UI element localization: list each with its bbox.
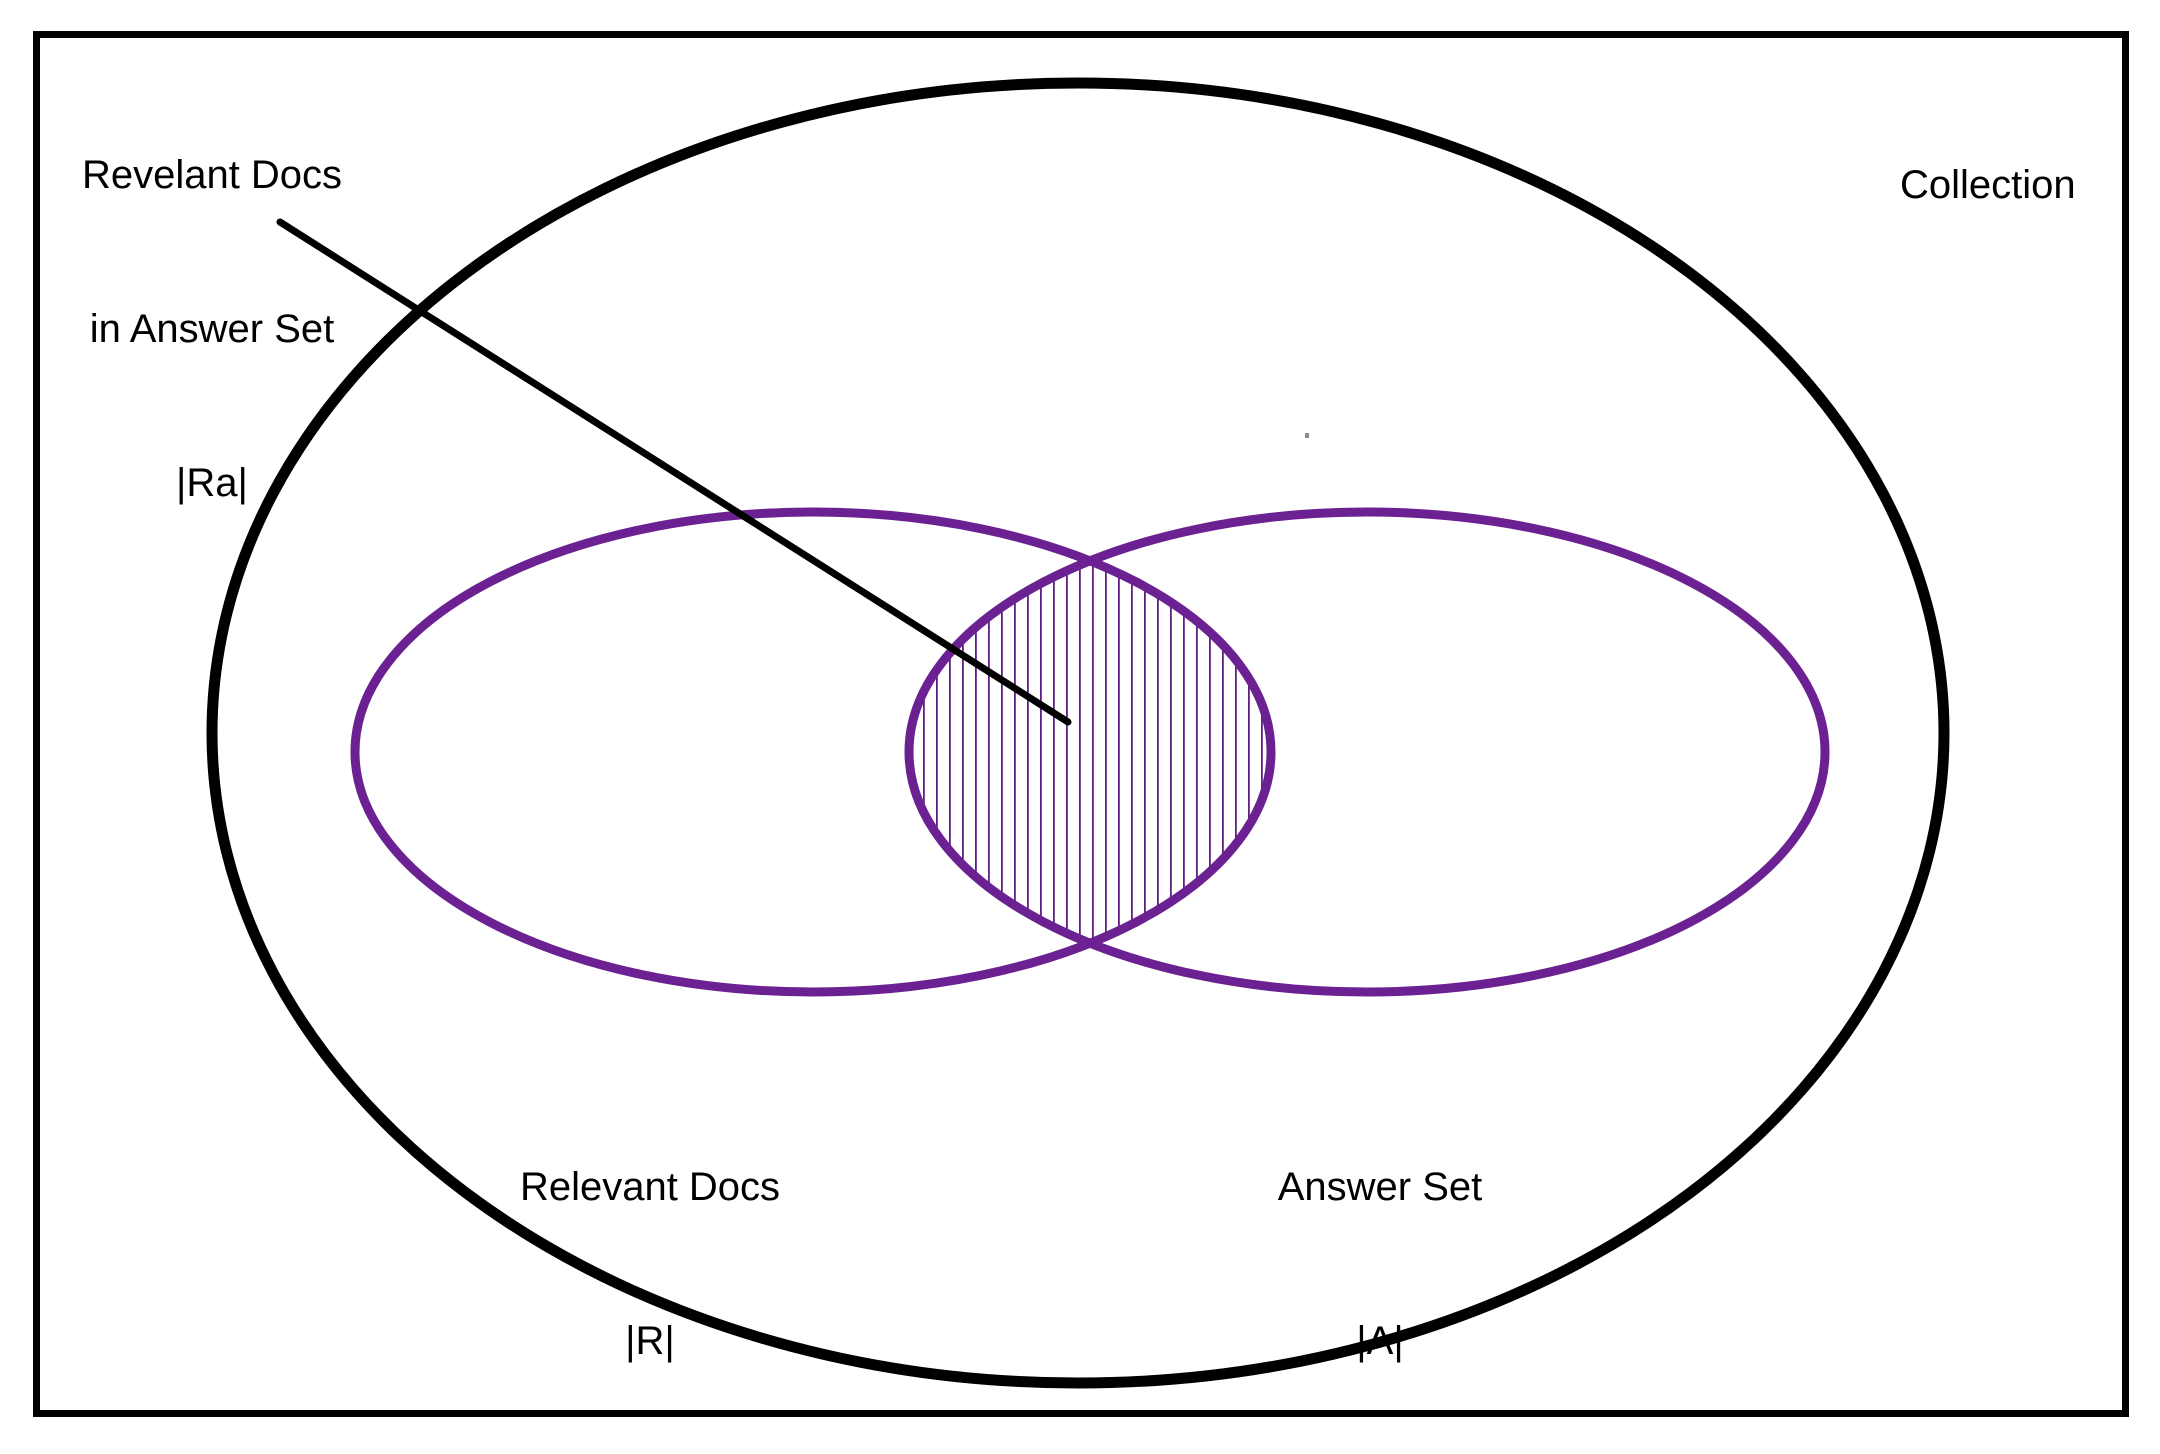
stray-dot xyxy=(1305,433,1309,438)
relevant-docs-label: Relevant Docs |R| xyxy=(440,1060,860,1454)
relevant-docs-label-line2: |R| xyxy=(625,1318,675,1363)
answer-set-ellipse xyxy=(904,507,1830,997)
answer-set-label-line2: |A| xyxy=(1356,1318,1404,1363)
relevant-docs-label-line1: Relevant Docs xyxy=(519,1165,781,1210)
relevant-docs-ellipse xyxy=(350,507,1276,997)
answer-set-label: Answer Set |A| xyxy=(1170,1060,1590,1454)
collection-ellipse xyxy=(206,77,1950,1389)
intersection-label-line3: |Ra| xyxy=(176,460,248,505)
collection-label: Collection xyxy=(1900,163,2076,207)
intersection-label: Revelant Docs in Answer Set |Ra| xyxy=(62,48,362,611)
answer-set-label-line1: Answer Set xyxy=(1277,1165,1483,1210)
intersection-label-line2: in Answer Set xyxy=(89,306,335,351)
pointer-line-to-intersection xyxy=(276,218,1072,726)
outer-rectangle-border xyxy=(33,31,2129,1417)
intersection-label-line1: Revelant Docs xyxy=(81,153,343,198)
intersection-hatched-region xyxy=(909,512,1271,992)
